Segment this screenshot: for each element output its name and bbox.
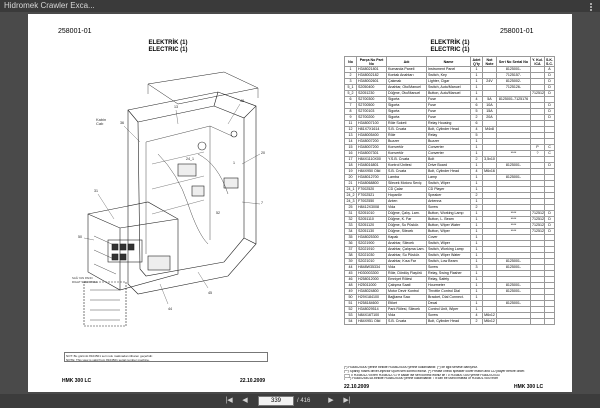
col-header: Y. Kul. ICA	[530, 56, 545, 67]
more-options-icon[interactable]	[586, 0, 596, 12]
right-doc-number: 258001-01	[500, 28, 534, 35]
table-cell: M6x12	[482, 312, 497, 319]
parts-table: No Parça No Part No Adı Name Adet Q'ty N…	[344, 56, 555, 325]
table-cell: 7125126-	[530, 222, 545, 229]
table-cell	[530, 318, 545, 325]
svg-text:52: 52	[216, 211, 220, 215]
col-header: Not Note	[482, 56, 497, 67]
table-cell: 7125126-	[530, 210, 545, 217]
table-cell: M6x16	[482, 168, 497, 175]
title-bar: Hidromek Crawler Exca...	[0, 0, 600, 12]
right-page: 258001-01 ELEKTRİK (1) ELECTRIC (1) No P…	[300, 14, 572, 392]
table-cell: Bolt, Cylinder Head	[426, 318, 471, 325]
table-cell: M6x12	[482, 318, 497, 325]
electric-exploded-diagram: 36 13 48 20 7 31 50 44 45 1 24_1 52	[78, 71, 265, 327]
table-cell: Röle, Dördüş Flaşörü	[386, 270, 427, 277]
svg-text:7: 7	[261, 201, 263, 205]
svg-text:1: 1	[233, 161, 235, 165]
table-cell: 3,5x10	[482, 156, 497, 163]
page-number-input[interactable]: 339	[258, 396, 294, 406]
left-page: 258001-01 ELEKTRİK (1) ELECTRIC (1)	[28, 14, 300, 392]
col-header: Seri No Serial No	[496, 56, 531, 67]
viewer-toolbar	[0, 394, 600, 408]
col-header: No	[344, 56, 357, 67]
table-note: (*) H348025300 yerine birlikte H34802530…	[344, 366, 478, 369]
table-cell: 7125126-	[530, 216, 545, 223]
table-cell: 54	[344, 318, 357, 325]
svg-text:50: 50	[78, 235, 82, 239]
svg-text:13: 13	[174, 105, 178, 109]
col-header: Name	[426, 56, 471, 67]
left-title-tr: ELEKTRİK (1)	[148, 40, 188, 46]
cab-label: Kabin Cab	[96, 117, 107, 126]
table-cell: Anahtar, Oto/Manuel	[386, 84, 427, 91]
table-cell: 7125126	[530, 90, 545, 97]
next-page-icon[interactable]: ▶	[328, 397, 334, 404]
svg-text:24_1: 24_1	[186, 157, 194, 161]
svg-text:20: 20	[261, 151, 265, 155]
window-title: Hidromek Crawler Exca...	[4, 1, 95, 10]
left-footer-date: 22.10.2009	[240, 378, 266, 384]
page-total: / 416	[297, 398, 311, 404]
prev-page-icon[interactable]: ◀	[242, 397, 248, 404]
left-title-en: ELECTRIC (1)	[148, 47, 188, 53]
side-panel-label: SAĞ YAN PANO RIGHT SIDE PANEL	[72, 276, 98, 284]
table-note: (**) Sparky hoses driver-injector uyum s…	[344, 369, 526, 373]
svg-text:44: 44	[168, 307, 172, 311]
svg-text:31: 31	[94, 189, 98, 193]
col-header: Parça No Part No	[356, 56, 387, 67]
left-note-box: NOT: Bu görüntü 8104501 seri nolu makina…	[64, 352, 268, 362]
right-footer-model: HMK 300 LC	[514, 384, 544, 390]
right-title-tr: ELEKTRİK (1)	[430, 40, 470, 46]
table-cell	[544, 318, 555, 325]
left-doc-number: 258001-01	[58, 28, 92, 35]
first-page-icon[interactable]: |◀	[225, 397, 233, 404]
table-cell: S.B. Cıvata	[386, 318, 427, 325]
col-header: Adı	[386, 56, 427, 67]
last-page-icon[interactable]: ▶|	[343, 397, 351, 404]
right-footer-date: 22.10.2009	[344, 384, 370, 390]
table-cell: Anahtar, Çalışma Lam.	[386, 246, 427, 253]
col-header: S.K. S.C.	[544, 56, 555, 67]
table-cell: Silecek Motoru Seviç	[386, 180, 427, 187]
table-cell	[496, 318, 531, 325]
table-cell: 7125126-	[530, 228, 545, 235]
table-notes: (*) H348025300 yerine birlikte H34802530…	[344, 366, 554, 381]
table-note: (****) H348025401A birlikte H348025300 y…	[344, 377, 499, 381]
svg-text:45: 45	[208, 291, 212, 295]
table-note: (***) 0 H348012704'ten H348012717'e kada…	[344, 373, 500, 377]
table-cell: 8125001-7125176	[496, 96, 531, 103]
left-footer-model: HMK 300 LC	[62, 378, 92, 384]
right-title-en: ELECTRIC (1)	[430, 47, 470, 53]
col-header: Adet Q'ty	[470, 56, 483, 67]
svg-text:48: 48	[240, 99, 244, 103]
table-header-row: No Parça No Part No Adı Name Adet Q'ty N…	[344, 56, 555, 67]
table-cell: H84X951 Olld	[356, 318, 387, 325]
table-cell: 2	[470, 318, 483, 325]
svg-text:36: 36	[120, 121, 124, 125]
